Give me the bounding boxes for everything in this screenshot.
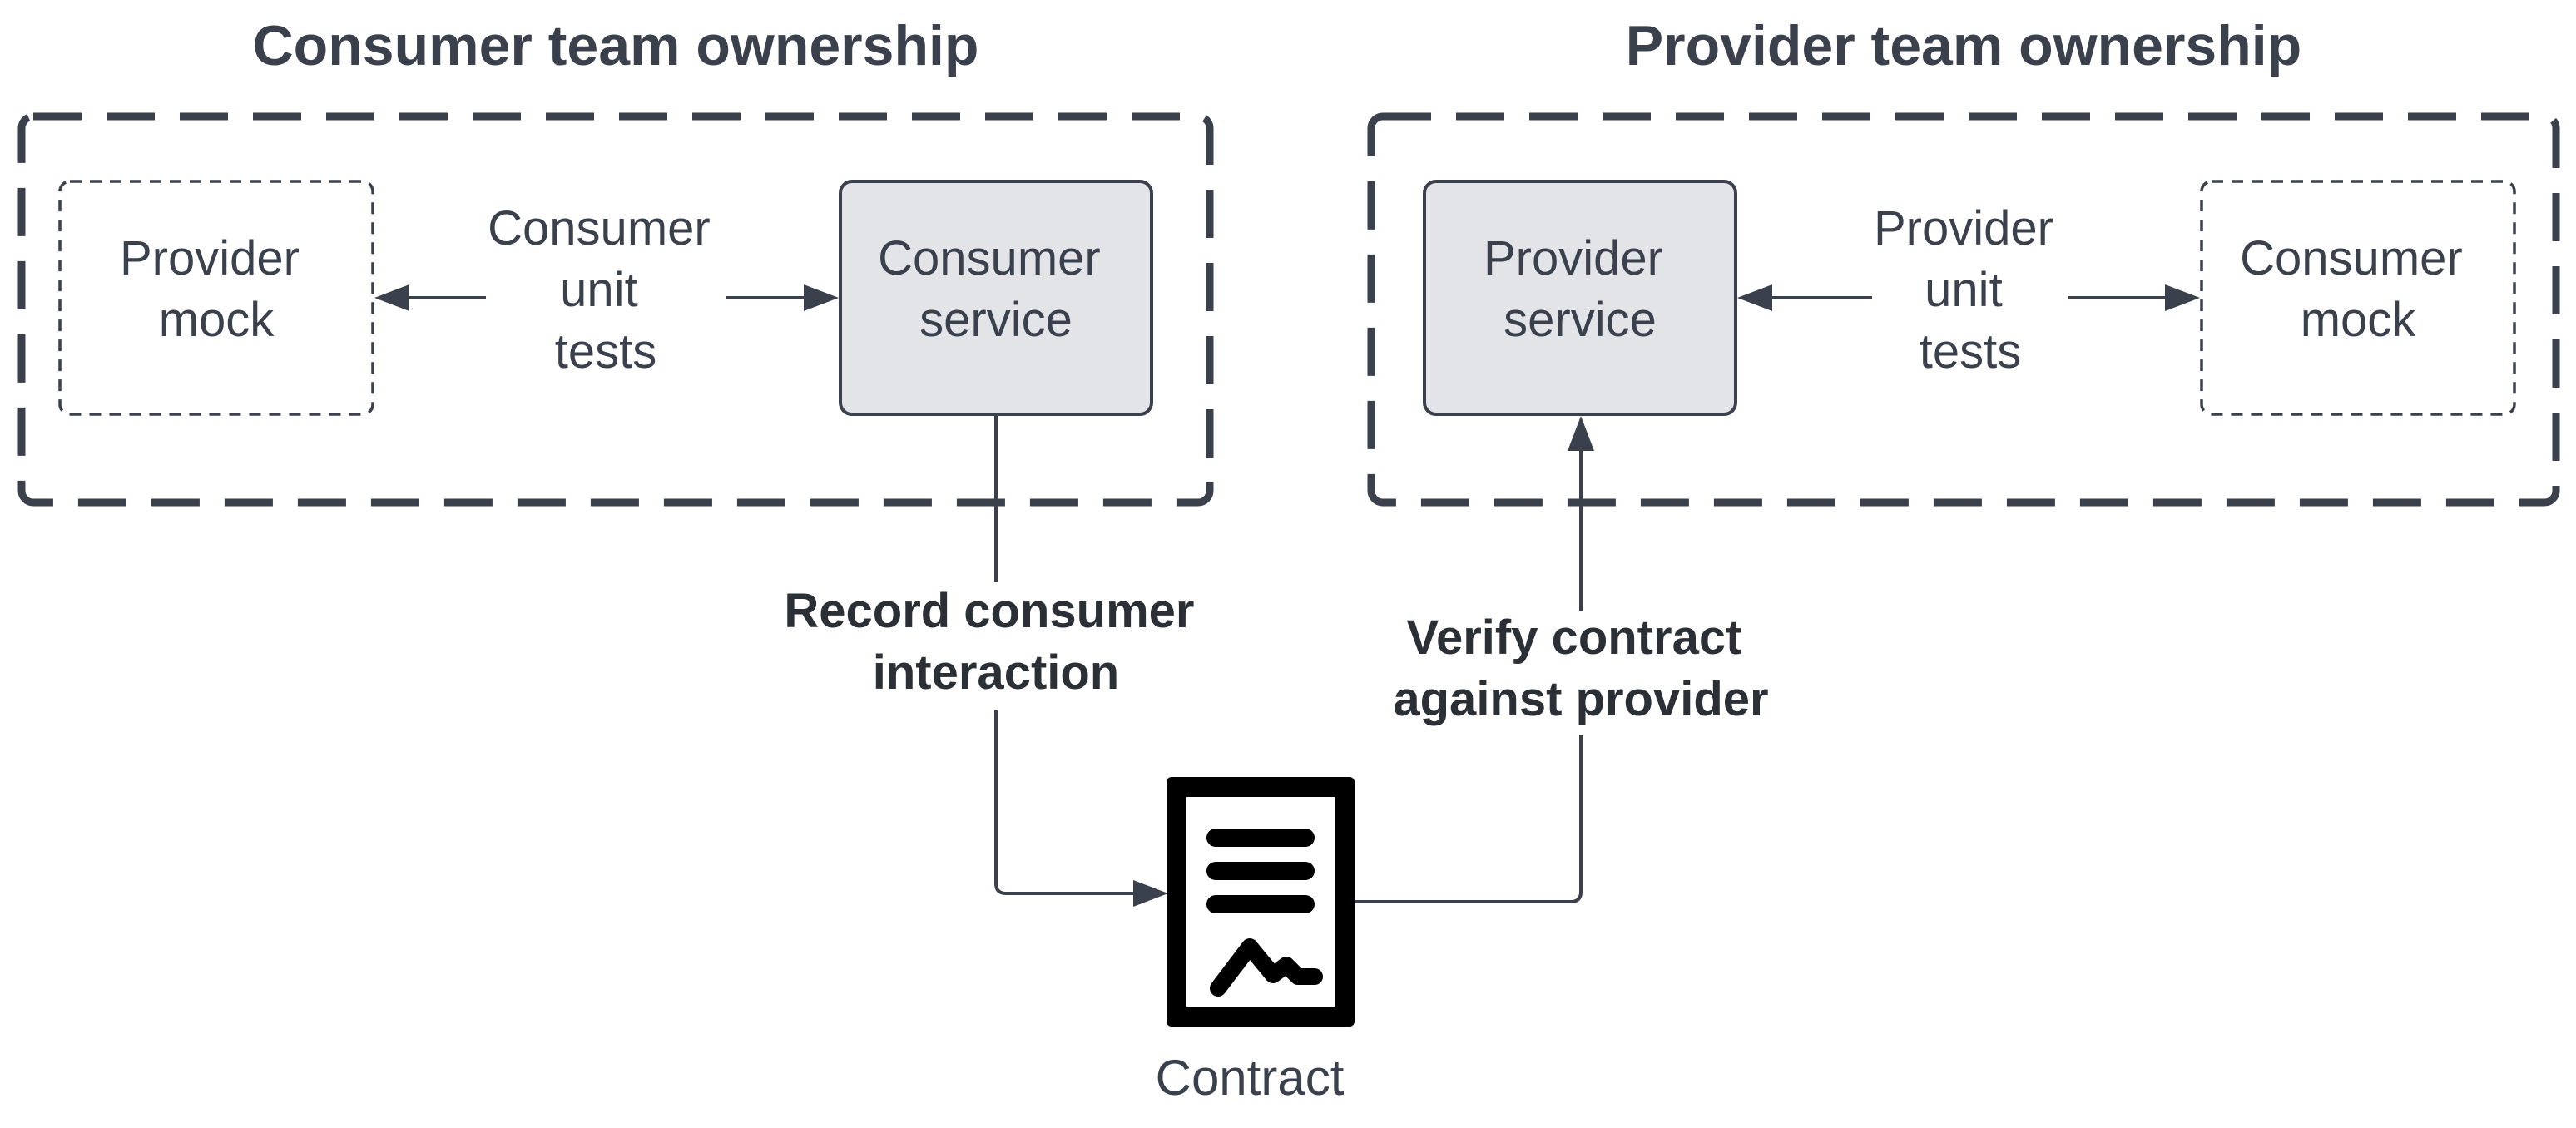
consumer-tests-line-3: tests: [555, 324, 657, 378]
verify-label-line-1: Verify contract: [1406, 611, 1741, 665]
consumer-service-line-1: Consumer: [878, 231, 1101, 285]
provider-ownership-frame: [1367, 112, 2560, 507]
provider-side-mock-line-1: Consumer: [2240, 231, 2463, 285]
consumer-tests-to-mock-arrow: [374, 284, 486, 311]
svg-text:Provider service: Provider service: [1484, 231, 1677, 347]
svg-text:Consumer unit test: Consumer unit tests: [488, 201, 724, 378]
consumer-service-line-2: service: [919, 293, 1073, 347]
provider-side-mock-node: Consumer mock: [2200, 180, 2516, 416]
svg-text:Provider mock: Provider mock: [120, 231, 313, 347]
provider-tests-line-2: unit: [1925, 263, 2003, 317]
svg-text:Consumer service: Consumer service: [878, 231, 1114, 347]
contract-document-icon: [1167, 777, 1355, 1027]
contract-caption: Contract: [1156, 1050, 1345, 1106]
provider-tests-line-1: Provider: [1874, 201, 2053, 255]
consumer-unit-tests-label: Consumer unit tests: [488, 201, 724, 378]
provider-tests-line-3: tests: [1920, 324, 2022, 378]
svg-text:Provider unit test: Provider unit tests: [1874, 201, 2067, 378]
consumer-side-mock-line-1: Provider: [120, 231, 300, 285]
consumer-side-mock-line-2: mock: [159, 293, 275, 347]
provider-service-line-2: service: [1503, 293, 1657, 347]
record-label-line-1: Record consumer: [784, 584, 1194, 638]
consumer-tests-line-1: Consumer: [488, 201, 711, 255]
verify-contract-label: Verify contract against provider: [1393, 611, 1768, 726]
consumer-side-mock-node: Provider mock: [58, 180, 374, 416]
consumer-ownership-frame: [17, 112, 1214, 507]
provider-tests-to-mock-arrow: [2068, 284, 2200, 311]
record-interaction-label: Record consumer interaction: [784, 584, 1207, 700]
svg-text:Consumer mock: Consumer mock: [2240, 231, 2476, 347]
verify-label-line-2: against provider: [1393, 672, 1768, 726]
consumer-group-heading: Consumer team ownership: [253, 14, 979, 77]
provider-tests-to-service-arrow: [1737, 284, 1872, 311]
verify-contract-connector: [1355, 416, 1594, 903]
provider-side-mock-line-2: mock: [2301, 293, 2417, 347]
record-label-line-2: interaction: [873, 646, 1120, 700]
consumer-tests-to-service-arrow: [726, 284, 839, 311]
consumer-tests-line-2: unit: [560, 263, 638, 317]
provider-service-line-1: Provider: [1484, 231, 1663, 285]
consumer-service-node: Consumer service: [839, 180, 1153, 416]
provider-group-heading: Provider team ownership: [1626, 14, 2301, 77]
provider-unit-tests-label: Provider unit tests: [1874, 201, 2067, 378]
record-interaction-connector: [994, 414, 1168, 907]
provider-service-node: Provider service: [1423, 180, 1737, 416]
